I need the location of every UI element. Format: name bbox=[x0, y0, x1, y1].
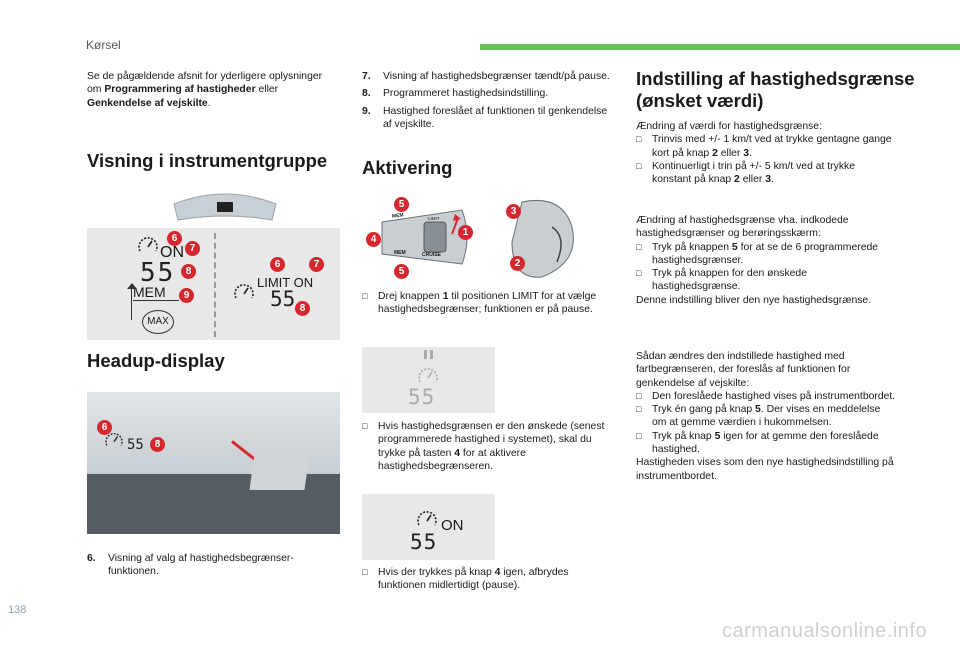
new-limit-note: Denne indstilling bliver den nye hastigh… bbox=[636, 294, 872, 306]
list-item: 8.Programmeret hastighedsindstilling. bbox=[362, 88, 549, 100]
heading-headup: Headup-display bbox=[87, 350, 225, 371]
badge-6-right: 6 bbox=[270, 257, 285, 272]
speedometer-icon bbox=[138, 237, 158, 252]
cluster-illustration bbox=[170, 190, 280, 224]
setting-text-block-1: Ændring af værdi for hastighedsgrænse: T… bbox=[636, 120, 896, 186]
stalk-badge-5-bottom: 5 bbox=[394, 264, 409, 279]
cluster-on-label: ON bbox=[160, 244, 184, 261]
heading-setting: Indstilling af hastighedsgrænse (ønsket … bbox=[636, 68, 916, 112]
badge-8: 8 bbox=[181, 264, 196, 279]
setting-text-block-3: Sådan ændres den indstillede hastighed m… bbox=[636, 350, 896, 483]
new-speed-note: Hastigheden vises som den nye hastigheds… bbox=[636, 457, 894, 482]
sign-recognition-intro: Sådan ændres den indstillede hastighed m… bbox=[636, 351, 851, 389]
speedometer-icon-pause bbox=[418, 368, 438, 383]
stalk-badge-1: 1 bbox=[458, 225, 473, 240]
cluster-speed-right: 55 bbox=[270, 287, 296, 311]
intro-text-end: . bbox=[207, 97, 211, 109]
stalk-mem-label-bottom: MEM bbox=[394, 250, 406, 256]
list-item: 7.Visning af hastighedsbegrænser tændt/p… bbox=[362, 71, 610, 82]
activation-step-2: Hvis hastighedsgrænsen er den ønskede (s… bbox=[362, 420, 612, 473]
speedometer-icon-headup bbox=[105, 432, 123, 446]
arrow-up-icon bbox=[127, 283, 137, 289]
stalk-limit-label: LIMIT bbox=[428, 216, 440, 221]
badge-9: 9 bbox=[179, 288, 194, 303]
headup-illustration: 55 6 8 bbox=[87, 392, 340, 534]
heading-instrument-cluster: Visning i instrumentgruppe bbox=[87, 150, 328, 171]
section-label: Kørsel bbox=[86, 38, 121, 52]
pause-speed: 55 bbox=[408, 385, 436, 409]
stalk-cruise-label: CRUISE bbox=[422, 252, 441, 258]
panel-divider bbox=[214, 233, 217, 337]
numbered-list: 7.Visning af hastighedsbegrænser tændt/p… bbox=[362, 70, 612, 135]
badge-6-headup: 6 bbox=[97, 420, 112, 435]
badge-8-headup: 8 bbox=[150, 437, 165, 452]
setting-bullet-1: Trinvis med +/- 1 km/t ved at trykke gen… bbox=[636, 133, 896, 160]
stalk-illustration: MEM CRUISE LIMIT MEM 5 3 4 1 5 2 bbox=[362, 192, 612, 282]
on-display-panel: ON 55 bbox=[362, 494, 495, 560]
pause-icon-bar-left bbox=[424, 350, 427, 359]
heading-activation: Aktivering bbox=[362, 157, 453, 178]
stalk-badge-4: 4 bbox=[366, 232, 381, 247]
setting-bullet-3: Tryk på knappen 5 for at se de 6 program… bbox=[636, 241, 896, 268]
intro-link-sign-recognition: Genkendelse af vejskilte bbox=[87, 97, 208, 109]
setting-bullet-5: Den foreslåede hastighed vises på instru… bbox=[636, 390, 896, 404]
activation-step-3: Hvis der trykkes på knap 4 igen, afbryde… bbox=[362, 566, 612, 593]
headup-speed: 55 bbox=[127, 437, 144, 453]
pause-display-panel: 55 bbox=[362, 347, 495, 413]
item-6-text: Visning af valg af hastighedsbegrænser-f… bbox=[108, 553, 294, 578]
cluster-display-panel: 55 ON MEM MAX 6 7 8 9 LIMIT ON 55 6 7 8 bbox=[87, 228, 340, 340]
coded-limits-intro: Ændring af hastighedsgrænse vha. indkode… bbox=[636, 215, 849, 240]
activation-step-1: Drej knappen 1 til positionen LIMIT for … bbox=[362, 290, 612, 317]
cluster-speed-value: 55 bbox=[140, 258, 176, 288]
setting-intro: Ændring af værdi for hastighedsgrænse: bbox=[636, 121, 822, 132]
heading-setting-line1: Indstilling af hastighedsgrænse bbox=[636, 68, 915, 89]
setting-bullet-7: Tryk på knap 5 igen for at gemme den for… bbox=[636, 430, 896, 457]
speedometer-icon-on bbox=[417, 511, 437, 526]
badge-7-right: 7 bbox=[309, 257, 324, 272]
badge-7: 7 bbox=[185, 241, 200, 256]
item-6-number: 6. bbox=[87, 553, 96, 564]
intro-paragraph: Se de pågældende afsnit for yderligere o… bbox=[87, 70, 337, 110]
section-bar bbox=[480, 44, 960, 50]
intro-link-programming: Programmering af hastigheder bbox=[104, 84, 256, 96]
cluster-mem-label: MEM bbox=[133, 284, 179, 301]
pause-icon-bar-right bbox=[430, 350, 433, 359]
stalk-badge-5-top: 5 bbox=[394, 197, 409, 212]
watermark-text: carmanualsonline.info bbox=[722, 620, 928, 642]
mem-bracket bbox=[131, 286, 132, 320]
headup-screen bbox=[249, 454, 310, 490]
stalk-badge-2: 2 bbox=[510, 256, 525, 271]
page-number: 138 bbox=[8, 604, 27, 616]
setting-text-block-2: Ændring af hastighedsgrænse vha. indkode… bbox=[636, 214, 896, 307]
stalk-badge-3: 3 bbox=[506, 204, 521, 219]
list-item: 9.Hastighed foreslået af funktionen til … bbox=[362, 105, 608, 130]
speedometer-icon-right bbox=[234, 284, 254, 299]
badge-8-right: 8 bbox=[295, 301, 310, 316]
heading-setting-line2: (ønsket værdi) bbox=[636, 90, 764, 111]
intro-text-mid: eller bbox=[255, 84, 279, 96]
setting-bullet-2: Kontinuerligt i trin på +/- 5 km/t ved a… bbox=[636, 160, 896, 187]
setting-bullet-6: Tryk én gang på knap 5. Der vises en med… bbox=[636, 403, 896, 430]
setting-bullet-4: Tryk på knappen for den ønskede hastighe… bbox=[636, 267, 896, 294]
cluster-max-label: MAX bbox=[142, 310, 174, 334]
badge-6: 6 bbox=[167, 231, 182, 246]
item-6: 6. Visning af valg af hastighedsbegrænser… bbox=[87, 552, 337, 583]
on-speed: 55 bbox=[410, 530, 438, 554]
cluster-limit-on-label: LIMIT ON bbox=[257, 275, 314, 290]
on-label: ON bbox=[441, 517, 464, 534]
intro-text: Se de pågældende afsnit for yderligere o… bbox=[87, 71, 323, 96]
